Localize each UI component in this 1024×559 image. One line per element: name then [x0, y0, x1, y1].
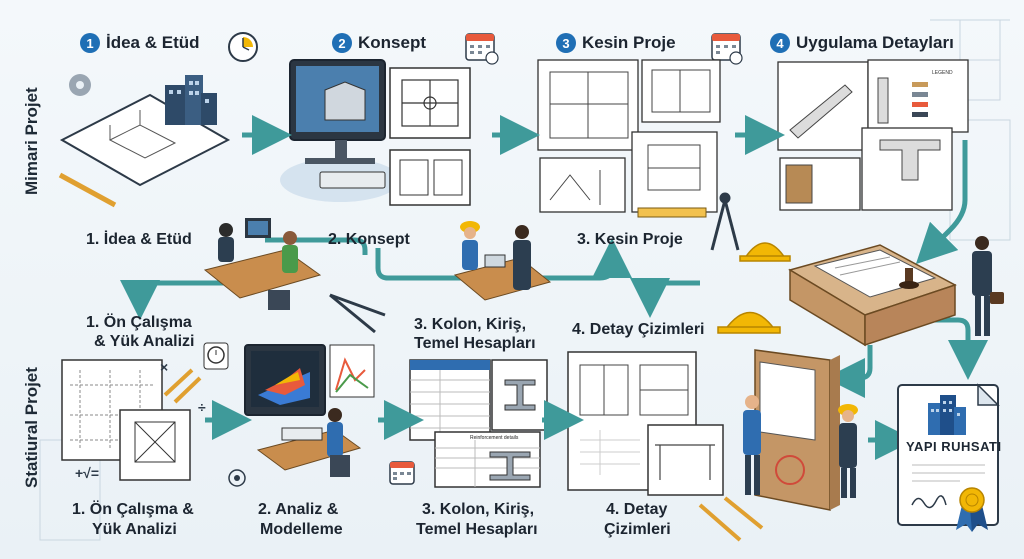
kesin-proje-sheets [538, 60, 720, 212]
column-grid-sheet [62, 360, 190, 480]
hardhat-icon [718, 243, 790, 333]
stopwatch-icon [204, 343, 228, 369]
compass-tool-icon [330, 295, 385, 332]
project-archive-folder [755, 350, 840, 510]
target-icon [229, 470, 245, 486]
caption-konsept: 2. Konsept [328, 230, 410, 249]
detail-drawings-sheet [568, 352, 723, 495]
caption-bottom-kolon-line1: 3. Kolon, Kiriş, [422, 500, 534, 519]
floor-plan-sheet [390, 68, 470, 205]
caption-kolon-line2: Temel Hesapları [414, 334, 536, 353]
svg-text:÷: ÷ [198, 399, 206, 415]
office-building-icon [165, 75, 217, 125]
reinforcement-table-title: Reinforcement details [470, 435, 518, 441]
inspector-figure [972, 236, 1004, 336]
calendar-icon [390, 462, 414, 484]
caption-bottom-kolon-line2: Temel Hesapları [416, 520, 538, 539]
caption-bottom-analiz-line2: Modelleme [260, 520, 343, 539]
engineers-meeting-illustration [455, 221, 550, 300]
gear-icon [69, 74, 91, 96]
approval-document-folder [790, 245, 955, 345]
briefcase-icon [990, 292, 1004, 304]
caption-on-calisma-line2: & Yük Analizi [94, 332, 194, 351]
caption-kesin-proje: 3. Kesin Proje [577, 230, 683, 249]
permit-title: YAPI RUHSATI [906, 439, 1002, 454]
caption-on-calisma-line1: 1. Ön Çalışma [86, 313, 192, 332]
pencil-icon [700, 498, 762, 540]
caption-bottom-detay-line1: 4. Detay [606, 500, 667, 519]
analysis-workstation [245, 345, 374, 477]
caption-bottom-on-line2: Yük Analizi [92, 520, 177, 539]
building-permit-certificate [898, 385, 998, 532]
caption-bottom-detay-line2: Çizimleri [604, 520, 671, 539]
computer-monitor-illustration [280, 60, 400, 202]
caption-detay-cizimleri: 4. Detay Çizimleri [572, 320, 705, 339]
calendar-icon [466, 34, 498, 64]
ruler-icon [638, 208, 706, 217]
pencil-icon [165, 370, 200, 402]
caption-idea-etud: 1. İdea & Etüd [86, 230, 192, 249]
legend-title: LEGEND [932, 70, 953, 76]
svg-text:×: × [160, 359, 168, 375]
caption-bottom-analiz-line1: 2. Analiz & [258, 500, 338, 519]
team-desk-illustration [205, 218, 320, 310]
caption-bottom-on-line1: 1. Ön Çalışma & [72, 500, 194, 519]
clock-icon [229, 33, 257, 61]
svg-text:+√=: +√= [75, 465, 99, 481]
caption-kolon-line1: 3. Kolon, Kiriş, [414, 315, 526, 334]
engineer-figure-right [838, 404, 858, 498]
calculation-sheets [410, 360, 547, 487]
